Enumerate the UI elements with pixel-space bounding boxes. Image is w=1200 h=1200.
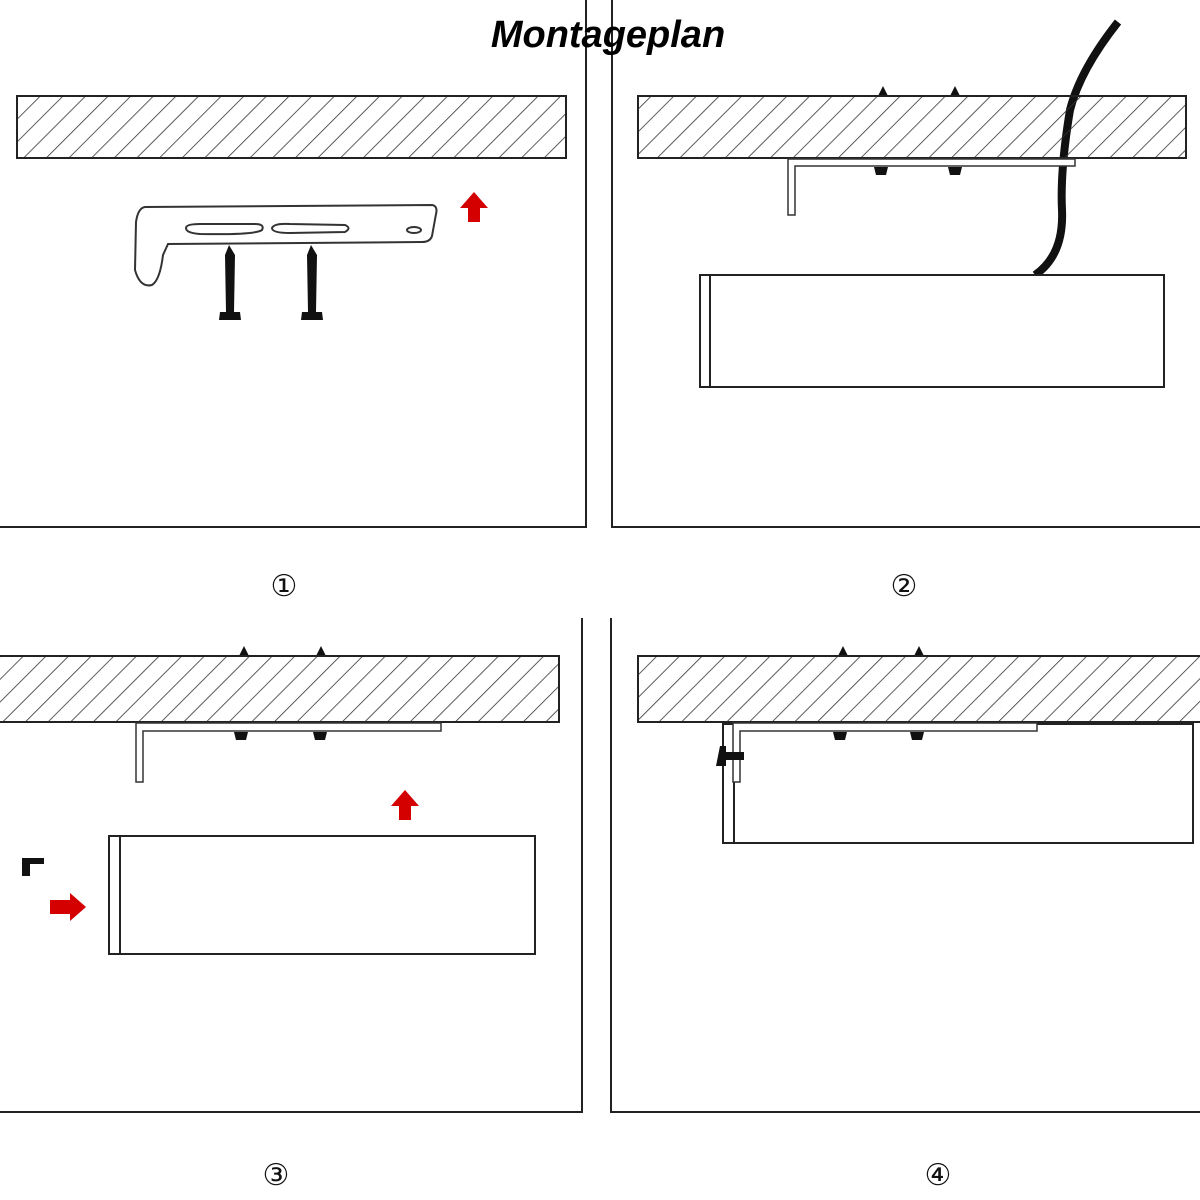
blind-box [108, 835, 536, 955]
ceiling [0, 655, 560, 723]
panel-step-1 [16, 95, 567, 320]
set-screw [716, 746, 744, 766]
blind-box [699, 274, 1165, 388]
panel-frames [0, 0, 1200, 1113]
ceiling [16, 95, 567, 159]
diagram-title: Montageplan [490, 14, 726, 56]
bracket [135, 722, 442, 783]
step-label-2: ② [890, 569, 918, 604]
set-screw [22, 858, 44, 876]
arrow-up-icon [391, 790, 419, 820]
blind-box [722, 723, 1194, 844]
bracket [787, 158, 1076, 216]
step-label-4: ④ [924, 1158, 952, 1193]
bracket [732, 722, 1038, 783]
ceiling [637, 655, 1200, 723]
panel-step-3 [0, 646, 560, 955]
step-label-3: ③ [262, 1158, 290, 1193]
ceiling [637, 95, 1187, 159]
step-label-1: ① [270, 569, 298, 604]
panel-step-2 [637, 19, 1187, 388]
arrow-right-icon [50, 893, 86, 921]
arrow-up-icon [460, 192, 488, 222]
panel-step-4 [637, 646, 1200, 844]
screw [219, 245, 323, 320]
bracket [133, 203, 438, 287]
